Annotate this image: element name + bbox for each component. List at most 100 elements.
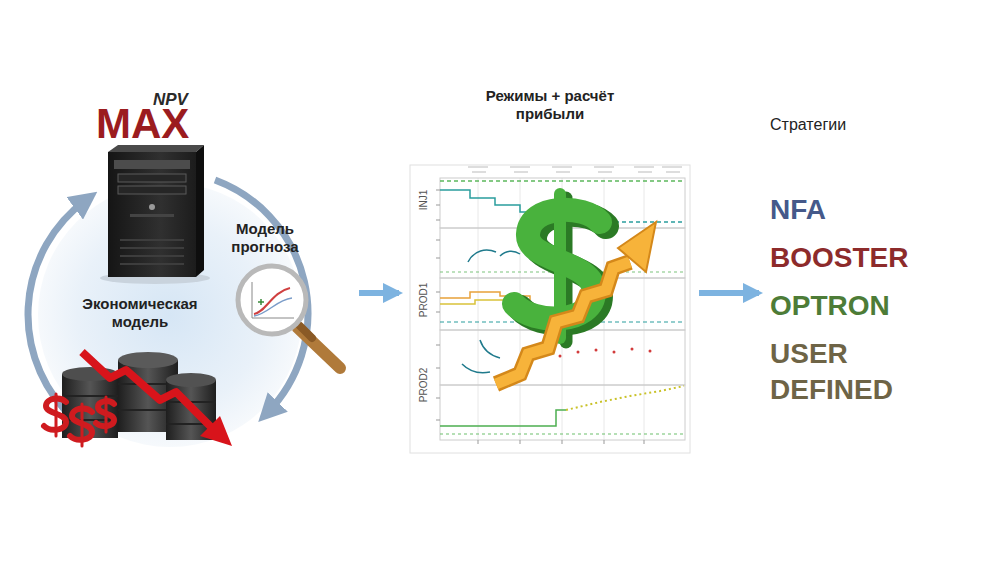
well-chart: [440, 385, 685, 440]
well-chart: [666, 172, 680, 173]
well-chart: [562, 440, 563, 444]
well-chart: [595, 349, 598, 352]
well-chart: [552, 167, 572, 168]
well-chart: [436, 220, 440, 221]
well-chart: [480, 340, 500, 358]
well-chart: [472, 172, 486, 173]
well-chart: [436, 240, 440, 241]
well-chart: [462, 364, 490, 373]
magnifier-icon: [238, 266, 340, 368]
well-chart: [436, 190, 644, 444]
well-chart: [436, 292, 440, 293]
strategy-name: BOOSTER: [770, 240, 960, 275]
computer-tower: [108, 152, 196, 277]
well-chart: [644, 178, 645, 440]
well-chart: [440, 410, 566, 426]
oil-barrels: [166, 373, 216, 387]
flow-arrow: [359, 290, 399, 296]
flow-arrow: [699, 290, 759, 296]
oil-barrels: [118, 352, 178, 368]
magnifier-icon: [238, 266, 306, 334]
track-label: PROD2: [419, 368, 429, 402]
well-chart: [410, 165, 690, 453]
magnifier-icon: [300, 326, 312, 338]
well-chart: [478, 178, 644, 440]
well-chart: [436, 258, 440, 259]
list-heading: Стратегии: [770, 115, 960, 134]
well-chart: [436, 420, 440, 421]
red-dollar-icons: [55, 394, 58, 436]
computer-tower: [100, 145, 210, 284]
computer-tower: [120, 239, 184, 241]
well-chart: [436, 368, 440, 369]
computer-tower: [118, 186, 186, 194]
computer-tower: [120, 247, 184, 249]
well-chart: [649, 350, 652, 353]
computer-tower: [118, 174, 186, 182]
red-dollar-icons: [81, 404, 84, 446]
computer-tower: [130, 214, 174, 217]
magnifier-icon: [252, 282, 253, 318]
well-chart: [514, 172, 528, 173]
well-chart: [440, 180, 685, 182]
well-chart: [559, 355, 562, 358]
well-chart: [556, 172, 570, 173]
well-chart: [410, 165, 690, 453]
cycle-panel: NPVMAXМодель прогнозаЭкономическая модел…: [40, 85, 355, 450]
computer-tower: [114, 160, 190, 169]
well-chart: [520, 440, 521, 444]
computer-tower: [196, 145, 204, 277]
strategy-name: NFA: [770, 192, 960, 227]
well-chart: [440, 433, 685, 434]
strategy-name: OPTRON: [770, 288, 960, 323]
product-name: MAX: [96, 103, 236, 145]
falling-red-arrow: [200, 416, 232, 446]
rising-orange-arrow: [618, 222, 656, 272]
chart-panel: Режимы + расчёт прибыли: [405, 85, 695, 455]
well-chart: [638, 172, 652, 173]
strategy-list: СтратегииNFA BOOSTER OPTRON USER DEFINED: [765, 110, 965, 420]
oil-barrels: [62, 395, 118, 397]
well-chart: [559, 348, 652, 358]
well-chart: [510, 167, 530, 168]
well-chart: [468, 167, 488, 168]
rising-orange-arrow: [496, 262, 630, 384]
well-chart: [604, 440, 605, 444]
oil-barrels: [62, 352, 216, 440]
track-label: PROD1: [419, 283, 429, 317]
well-chart: [436, 398, 440, 399]
strategy-name: USER DEFINED: [770, 336, 950, 408]
falling-red-arrow: [82, 352, 232, 446]
well-chart: [644, 440, 645, 444]
model-label: Модель прогноза: [215, 220, 315, 256]
computer-tower: [120, 255, 184, 257]
red-dollar-icons: [105, 397, 108, 432]
magnifier-icon: [254, 288, 290, 314]
rising-orange-arrow: [496, 222, 656, 384]
computer-tower: [108, 145, 204, 152]
well-chart: [500, 251, 520, 256]
red-dollar-icons: [44, 394, 114, 446]
well-chart: [468, 167, 682, 172]
model-label: Экономическая модель: [65, 295, 215, 331]
magnifier-icon: [252, 318, 294, 319]
well-chart: [631, 348, 634, 351]
computer-tower: [149, 204, 155, 210]
falling-red-arrow: [82, 352, 212, 428]
well-chart: [566, 386, 684, 410]
magnifier-icon: [254, 298, 292, 316]
well-chart: [478, 178, 479, 440]
well-chart: [613, 351, 616, 354]
rising-orange-arrow: [496, 262, 630, 384]
well-chart: [594, 167, 614, 168]
well-chart: [436, 345, 440, 346]
panel-heading: Режимы + расчёт прибыли: [475, 87, 625, 123]
well-chart: [478, 440, 479, 444]
cycle-arrow: [215, 180, 308, 412]
well-chart: [436, 190, 440, 191]
track-label: INJ1: [419, 190, 429, 211]
